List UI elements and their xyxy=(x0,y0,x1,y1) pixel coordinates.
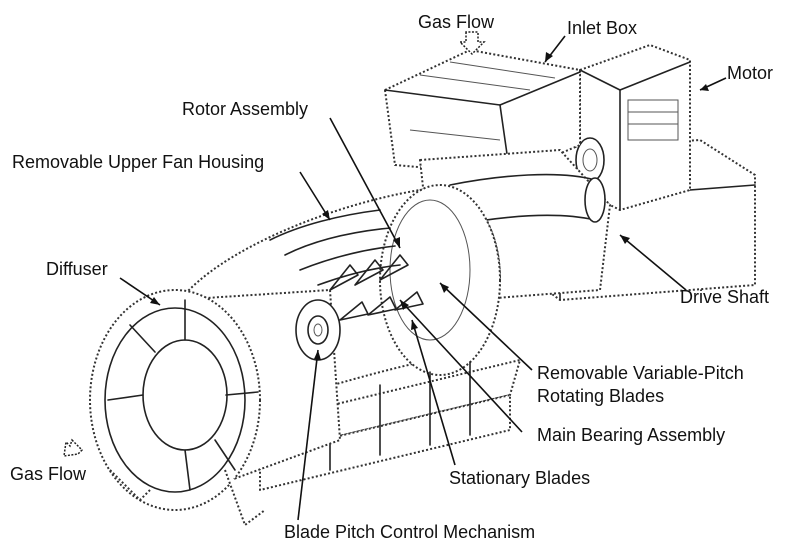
label-gas-flow-top: Gas Flow xyxy=(418,12,495,32)
label-drive-shaft: Drive Shaft xyxy=(680,287,769,307)
label-inlet-box: Inlet Box xyxy=(567,18,637,38)
label-blade-pitch-control: Blade Pitch Control Mechanism xyxy=(284,522,535,542)
label-diffuser: Diffuser xyxy=(46,259,108,279)
label-removable-blades-line1: Removable Variable-Pitch xyxy=(537,363,744,383)
label-removable-upper-fan-housing: Removable Upper Fan Housing xyxy=(12,152,264,172)
leader-lines xyxy=(119,35,727,521)
pitch-control-hub xyxy=(295,299,341,361)
motor xyxy=(575,44,691,211)
label-main-bearing-assembly: Main Bearing Assembly xyxy=(537,425,725,445)
inlet-box xyxy=(384,49,581,176)
gas-flow-bottom-arrow-icon xyxy=(63,438,84,457)
label-stationary-blades: Stationary Blades xyxy=(449,468,590,488)
gas-flow-top-arrow-icon xyxy=(458,31,486,56)
label-rotor-assembly: Rotor Assembly xyxy=(182,99,308,119)
label-gas-flow-bottom: Gas Flow xyxy=(10,464,87,484)
label-motor: Motor xyxy=(727,63,773,83)
label-removable-blades-line2: Rotating Blades xyxy=(537,386,664,406)
